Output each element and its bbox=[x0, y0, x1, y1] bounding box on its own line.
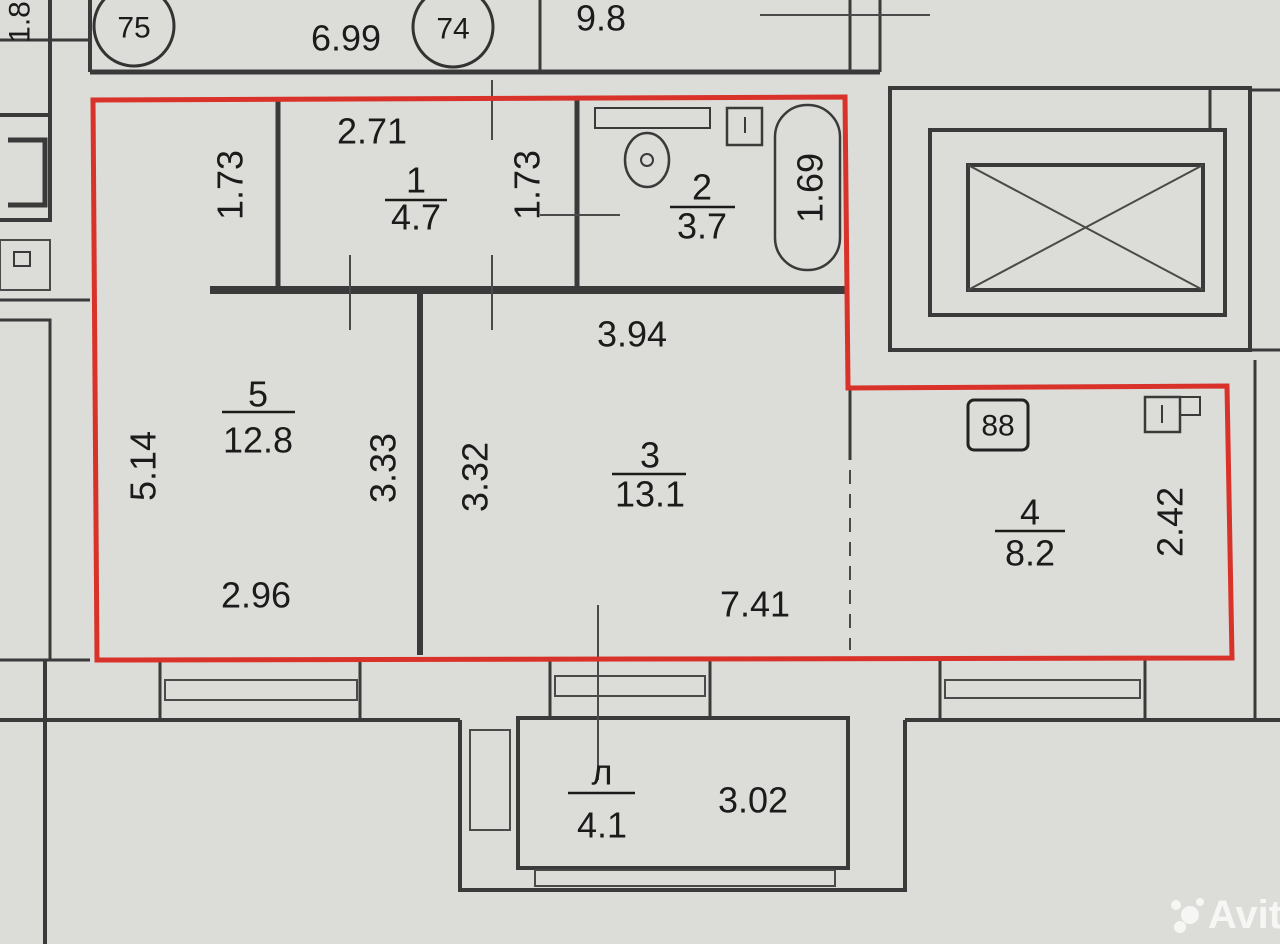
watermark-text: Avito bbox=[1208, 893, 1280, 937]
axis-74-circle bbox=[411, 0, 495, 69]
dim-r3-bottom: 7.41 bbox=[720, 584, 790, 625]
dim-top-left: 1.8 bbox=[4, 1, 37, 43]
room-4-area: 8.2 bbox=[1005, 533, 1055, 574]
room-2-area: 3.7 bbox=[677, 206, 727, 247]
balcony-label: л bbox=[591, 752, 612, 793]
dim-r1-left: 1.73 bbox=[210, 150, 251, 220]
room-1-number: 1 bbox=[406, 160, 426, 201]
dim-balcony-width: 3.02 bbox=[718, 780, 788, 821]
sink-icon bbox=[725, 106, 764, 147]
dim-r5-bottom: 2.96 bbox=[221, 575, 291, 616]
room-4-number: 4 bbox=[1020, 492, 1040, 533]
room-3-number: 3 bbox=[640, 435, 660, 476]
apartment-outline bbox=[90, 94, 1235, 663]
dim-r3-left: 3.32 bbox=[455, 442, 496, 512]
room-2-number: 2 bbox=[692, 167, 712, 208]
room-1-area: 4.7 bbox=[391, 197, 441, 238]
axis-markers bbox=[92, 0, 495, 69]
axis-75-circle bbox=[92, 0, 176, 68]
axis-74-label: 74 bbox=[436, 13, 469, 46]
balcony-area: 4.1 bbox=[577, 805, 627, 846]
dim-r1-width: 2.71 bbox=[337, 111, 407, 152]
axis-75-label: 75 bbox=[117, 12, 150, 45]
dim-r3-top: 3.94 bbox=[597, 314, 667, 355]
dim-r4-right: 2.42 bbox=[1150, 487, 1191, 557]
toilet-icon bbox=[594, 107, 711, 129]
room-5-number: 5 bbox=[248, 374, 268, 415]
dim-top-right: 9.8 bbox=[576, 0, 626, 39]
dim-r1-right: 1.73 bbox=[507, 150, 548, 220]
dim-r5-right: 3.33 bbox=[363, 433, 404, 503]
dim-r5-left: 5.14 bbox=[123, 431, 164, 501]
dim-top-mid: 6.99 bbox=[311, 18, 381, 59]
bathtub-icon bbox=[773, 103, 842, 272]
room-3-area: 13.1 bbox=[615, 474, 685, 515]
room-5-area: 12.8 bbox=[223, 420, 293, 461]
interior-walls bbox=[210, 80, 1201, 780]
stove-label: 88 bbox=[981, 410, 1014, 443]
avito-watermark: Avito bbox=[1171, 893, 1280, 937]
stove-icon bbox=[966, 398, 1030, 452]
dim-r2-bath: 1.69 bbox=[790, 153, 831, 223]
